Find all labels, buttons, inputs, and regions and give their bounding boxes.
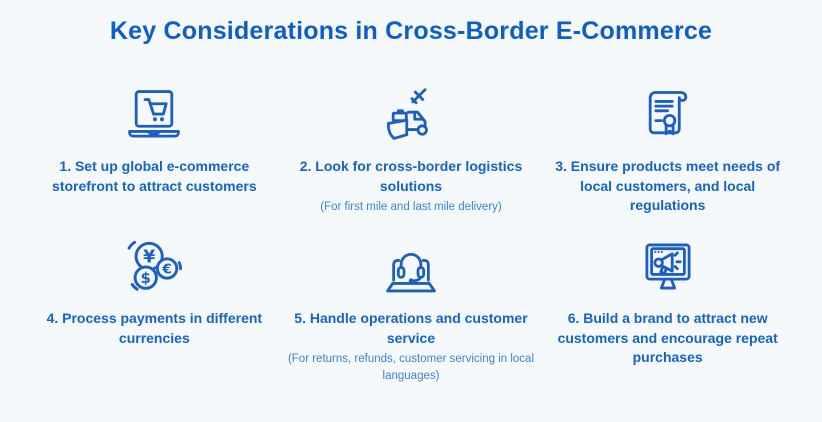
currencies-icon: ¥ € $ <box>123 226 185 298</box>
item-regulations: 3. Ensure products meet needs of local c… <box>539 74 796 226</box>
item-label: 1. Set up global e-commerce storefront t… <box>52 158 257 194</box>
logistics-plane-ship-truck-icon <box>381 74 441 146</box>
certificate-icon <box>638 74 698 146</box>
item-note: (For returns, refunds, customer servicin… <box>287 353 535 383</box>
page-title: Key Considerations in Cross-Border E-Com… <box>109 17 713 45</box>
item-payments: ¥ € $ 4. Process payments in different c… <box>26 226 283 386</box>
item-label: 5. Handle operations and customer servic… <box>294 310 528 346</box>
megaphone-monitor-icon <box>638 226 698 298</box>
item-logistics: 2. Look for cross-border logistics solut… <box>283 74 540 226</box>
yen-symbol: ¥ <box>143 248 155 268</box>
item-label: 3. Ensure products meet needs of local c… <box>555 158 781 214</box>
considerations-grid: 1. Set up global e-commerce storefront t… <box>0 74 822 386</box>
item-label: 2. Look for cross-border logistics solut… <box>299 158 523 194</box>
dollar-symbol: $ <box>141 269 151 287</box>
item-label: 6. Build a brand to attract new customer… <box>557 310 778 366</box>
item-branding: 6. Build a brand to attract new customer… <box>539 226 796 386</box>
euro-symbol: € <box>162 261 172 277</box>
item-label: 4. Process payments in different currenc… <box>46 310 263 346</box>
laptop-cart-icon <box>124 74 184 146</box>
item-storefront: 1. Set up global e-commerce storefront t… <box>26 74 283 226</box>
item-customer-service: 5. Handle operations and customer servic… <box>283 226 540 386</box>
headset-laptop-icon <box>381 226 441 298</box>
item-note: (For first mile and last mile delivery) <box>320 201 502 214</box>
